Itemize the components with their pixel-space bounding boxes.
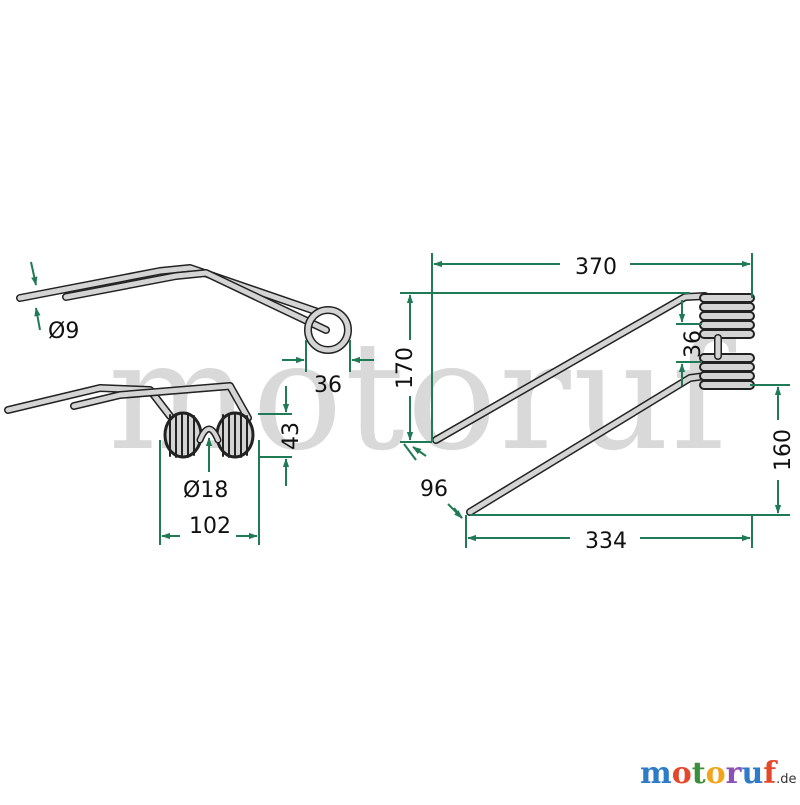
wire-diameter-dimension <box>30 261 41 331</box>
offset-dimension <box>403 443 463 519</box>
tine-side-view <box>16 264 352 354</box>
tine-gap-label: 36 <box>681 330 706 358</box>
tine-gap-dimension <box>676 300 702 386</box>
left-coil <box>163 411 203 459</box>
left-height-dimension <box>400 292 690 443</box>
left-height-label: 170 <box>393 347 418 389</box>
coil-height-label: 43 <box>279 422 304 450</box>
logo-letter: o <box>706 756 726 791</box>
bend-width-dimension <box>282 340 374 372</box>
lower-coil-top <box>699 353 755 390</box>
upper-coil-top <box>699 293 755 339</box>
top-length-label: 370 <box>575 255 617 280</box>
top-length-dimension <box>431 253 753 442</box>
right-height-label: 160 <box>771 429 796 471</box>
coil-width-dimension <box>159 440 260 545</box>
coil-height-dimension <box>258 386 292 486</box>
logo-letter: u <box>741 756 763 791</box>
tine-top-view <box>432 292 755 516</box>
logo-letter: o <box>672 756 692 791</box>
offset-label: 96 <box>420 477 448 502</box>
brand-logo: motoruf.de <box>640 756 797 791</box>
coil-width-label: 102 <box>189 514 231 539</box>
right-height-dimension <box>470 384 790 516</box>
logo-letter: r <box>726 756 743 791</box>
bend-width-label: 36 <box>314 373 342 398</box>
logo-letter: f <box>763 756 778 791</box>
logo-text: motoruf.de <box>640 756 797 791</box>
wire-diameter-label: Ø9 <box>48 319 79 344</box>
bottom-length-label: 334 <box>585 529 627 554</box>
coil-diameter-label: Ø18 <box>183 478 228 503</box>
logo-letter: m <box>640 756 672 791</box>
watermark: motoruf <box>108 310 736 484</box>
right-coil <box>215 411 255 459</box>
logo-suffix: .de <box>776 772 796 787</box>
bottom-length-dimension <box>465 515 753 548</box>
logo-letter: t <box>692 756 706 791</box>
tine-coil-view <box>4 382 255 459</box>
